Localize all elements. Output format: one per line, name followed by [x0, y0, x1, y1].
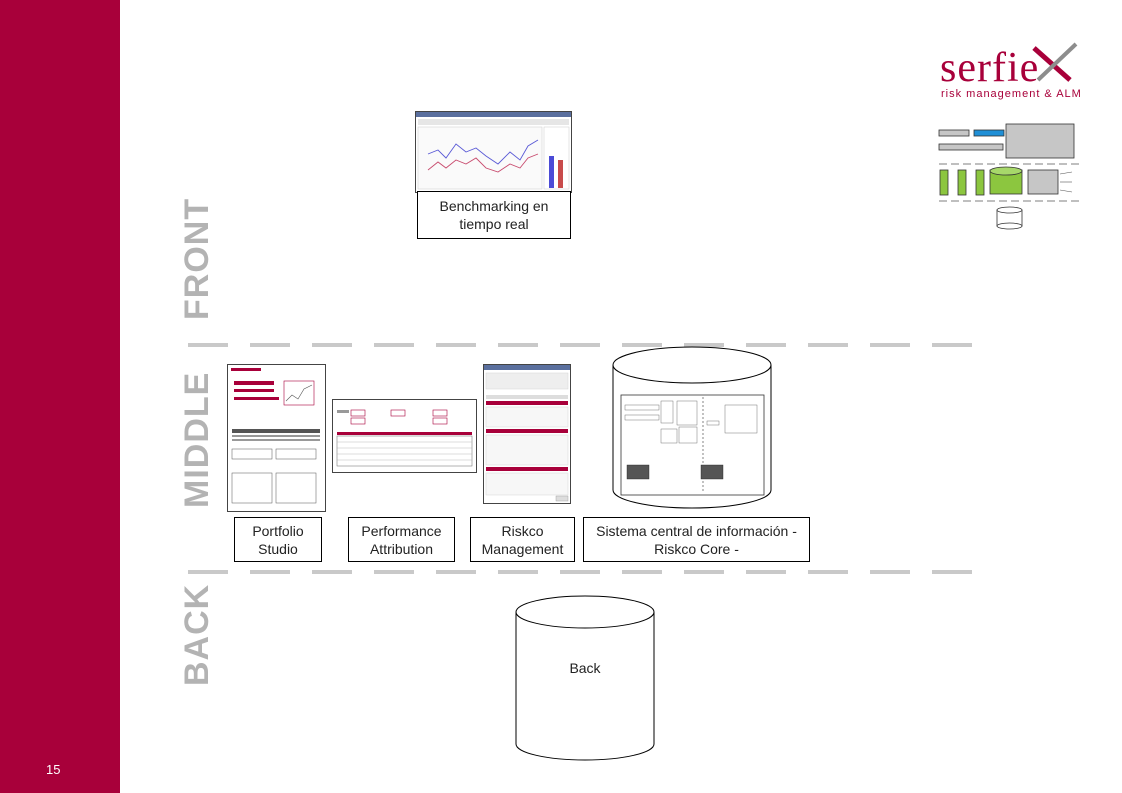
layer-label-middle: MIDDLE — [178, 371, 216, 508]
layer-label-back: BACK — [178, 583, 216, 686]
layer-separator-middle-back — [188, 570, 973, 574]
page-number: 15 — [46, 762, 61, 777]
performance-attribution-label: Performance Attribution — [348, 517, 455, 562]
benchmarking-screenshot — [415, 111, 572, 193]
performance-attribution-screenshot — [332, 399, 477, 473]
benchmarking-label: Benchmarking en tiempo real — [417, 191, 571, 239]
riskco-core-label: Sistema central de información - Riskco … — [583, 517, 810, 562]
portfolio-studio-screenshot — [227, 364, 326, 512]
architecture-mini-diagram — [938, 123, 1080, 230]
portfolio-studio-label: Portfolio Studio — [234, 517, 322, 562]
logo-x-icon — [1032, 42, 1078, 82]
back-database — [515, 595, 655, 761]
back-database-label: Back — [569, 660, 601, 676]
layer-separator-front-middle — [188, 343, 978, 347]
riskco-management-screenshot — [483, 364, 571, 504]
riskco-management-label: Riskco Management — [470, 517, 575, 562]
brand-sidebar — [0, 0, 120, 793]
layer-label-front: FRONT — [178, 197, 216, 320]
brand-logo: serfie — [940, 45, 1040, 91]
riskco-core-database — [612, 346, 772, 509]
brand-tagline: risk management & ALM — [941, 88, 1082, 100]
